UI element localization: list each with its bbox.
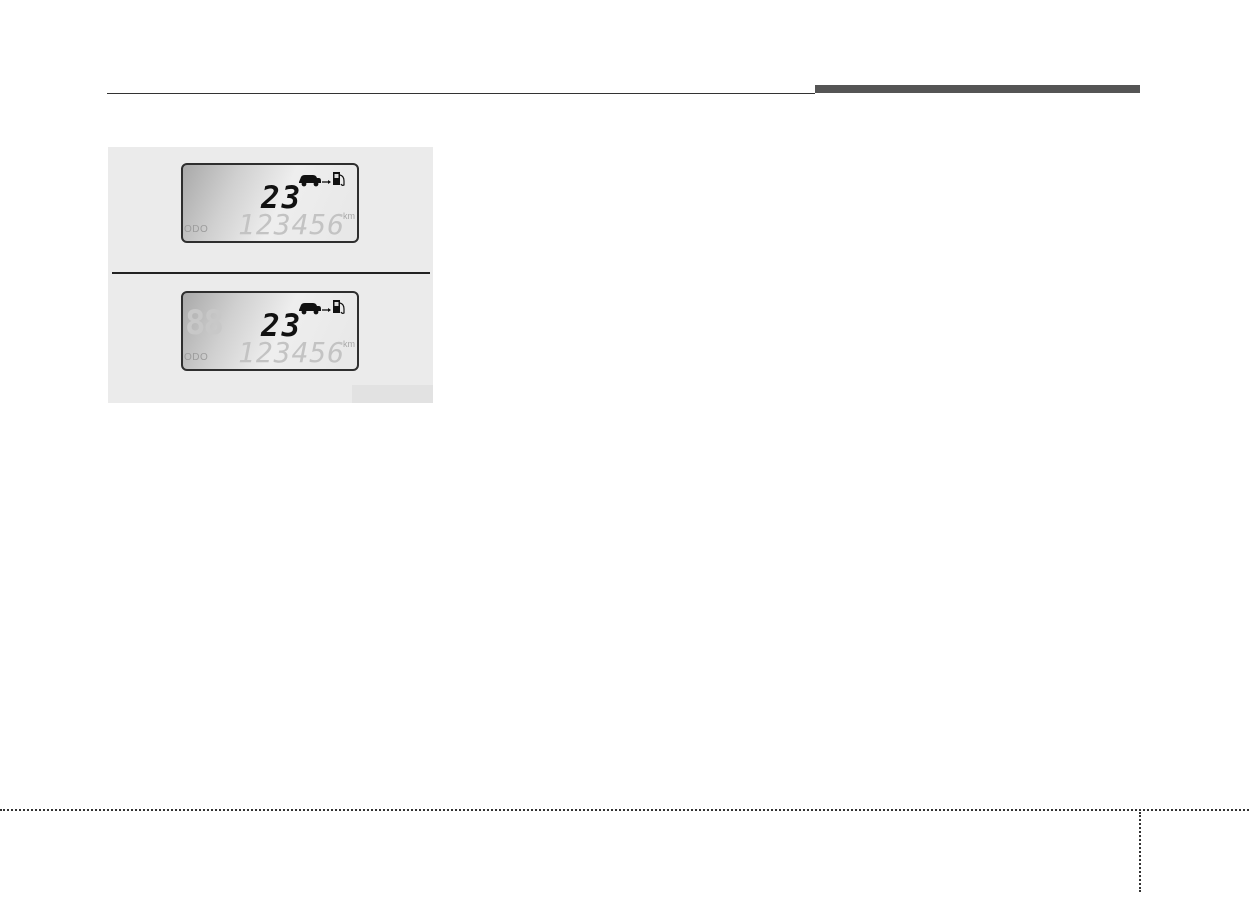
car-to-fuel-pump-icon [297, 169, 347, 189]
footer-dotted-rule [0, 809, 1249, 811]
odometer-label: ODO [184, 224, 208, 235]
car-to-fuel-pump-icon [297, 297, 347, 317]
odometer-label: ODO [184, 352, 208, 363]
odometer-unit: km [343, 339, 355, 349]
figure-corner-tag [352, 385, 433, 403]
odometer-value: 123456 [238, 339, 345, 367]
segment-placeholder: 88 [185, 306, 222, 340]
header-rule [107, 93, 815, 94]
odometer-value: 123456 [238, 211, 345, 239]
header-accent-bar [815, 85, 1140, 93]
figure-divider [112, 272, 430, 274]
odometer-unit: km [343, 211, 355, 221]
lcd-display-bottom: 88 23 ODO 123456 km [181, 291, 359, 371]
footer-dotted-divider [1139, 812, 1141, 892]
lcd-display-top: 23 ODO 123456 km [181, 163, 359, 243]
